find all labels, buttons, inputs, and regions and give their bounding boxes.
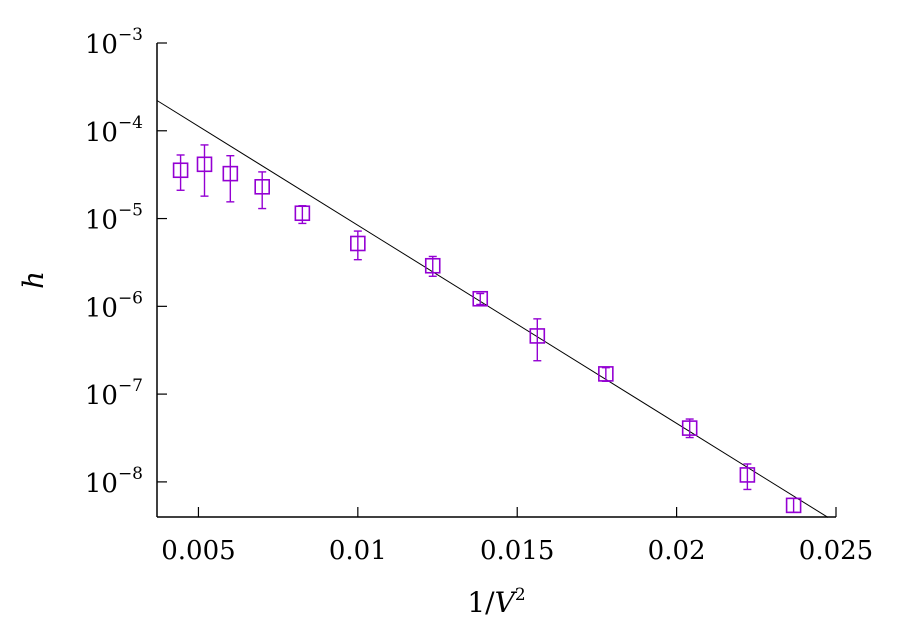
data-point <box>294 205 311 225</box>
y-tick-label: 10−6 <box>85 288 143 323</box>
y-axis-title: h <box>17 271 50 289</box>
square-marker <box>350 235 366 252</box>
square-marker <box>196 156 213 173</box>
axes: 0.005 0.01 0.015 0.02 0.025 10−3 10−4 10−5 10−6 1… <box>85 25 873 566</box>
data-point <box>598 366 614 382</box>
square-marker <box>598 366 614 382</box>
data-point <box>196 144 213 197</box>
square-marker <box>472 290 489 307</box>
x-tick-label: 0.02 <box>648 536 706 566</box>
data-point <box>681 418 698 439</box>
y-tick-label: 10−7 <box>85 376 143 411</box>
y-tick-label: 10−4 <box>85 113 143 148</box>
y-tick-label: 10−8 <box>85 464 143 499</box>
data-point <box>424 255 441 277</box>
data-point <box>785 497 802 514</box>
x-tick-label: 0.01 <box>329 536 387 566</box>
data-point <box>529 318 546 362</box>
data-point <box>222 155 239 203</box>
data-points <box>172 144 802 514</box>
x-tick-label: 0.015 <box>480 536 554 566</box>
fit-line-group <box>156 100 829 518</box>
x-axis-title: 1/V2 <box>467 585 525 619</box>
square-marker <box>424 257 441 274</box>
fit-line <box>156 100 829 518</box>
y-tick-label: 10−5 <box>85 201 143 236</box>
data-point <box>739 463 756 491</box>
square-marker <box>681 420 698 436</box>
x-tick-label: 0.005 <box>161 536 235 566</box>
square-marker <box>172 162 189 179</box>
data-point <box>350 230 366 261</box>
square-marker <box>294 205 311 222</box>
data-point <box>254 171 270 210</box>
axis-labels: 1/V2 h <box>17 271 526 619</box>
square-marker <box>785 497 802 514</box>
square-marker <box>739 467 756 483</box>
y-tick-label: 10−3 <box>85 25 143 60</box>
square-marker <box>254 179 270 195</box>
x-tick-label: 0.025 <box>799 536 873 566</box>
square-marker <box>222 165 239 182</box>
data-point <box>172 154 189 191</box>
square-marker <box>529 328 546 344</box>
data-point <box>472 290 489 307</box>
